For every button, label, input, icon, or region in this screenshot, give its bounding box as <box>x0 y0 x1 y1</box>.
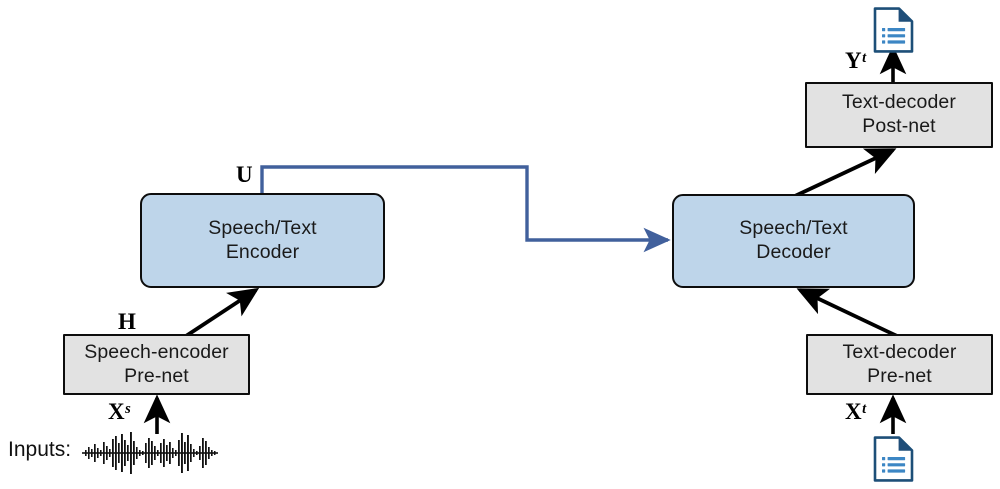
text-document-input-icon <box>873 436 914 482</box>
arrow-decoder-to-postnet <box>794 148 897 198</box>
node-label-line1: Speech/Text <box>739 217 848 240</box>
node-speech-text-decoder[interactable]: Speech/Text Decoder <box>672 194 915 288</box>
label-u-base: U <box>236 162 253 187</box>
arrow-speech-prenet-to-encoder <box>184 287 260 338</box>
label-yt: Yt <box>845 49 866 72</box>
label-xt-base: X <box>845 399 862 424</box>
node-label-line1: Speech/Text <box>208 216 317 239</box>
node-text-decoder-postnet[interactable]: Text-decoder Post-net <box>805 82 993 148</box>
label-xt: Xt <box>845 400 866 423</box>
label-xs-base: X <box>108 399 125 424</box>
label-yt-base: Y <box>845 48 862 73</box>
node-speech-encoder-prenet[interactable]: Speech-encoder Pre-net <box>63 334 250 395</box>
node-speech-text-encoder[interactable]: Speech/Text Encoder <box>140 193 385 288</box>
label-xs: Xs <box>108 400 131 423</box>
node-label-line2: Pre-net <box>867 364 932 387</box>
node-label-line1: Text-decoder <box>842 91 956 114</box>
inputs-label: Inputs: <box>8 438 72 461</box>
label-xs-sup: s <box>125 400 131 417</box>
node-label-line2: Post-net <box>862 115 936 137</box>
label-h: H <box>118 310 136 333</box>
arrow-text-prenet-to-decoder <box>796 288 898 338</box>
label-h-base: H <box>118 309 136 334</box>
label-xt-sup: t <box>862 400 867 417</box>
node-label-line2: Pre-net <box>124 364 189 387</box>
connector-encoder-to-decoder <box>260 165 671 253</box>
node-label-line1: Text-decoder <box>842 340 957 363</box>
node-text-decoder-prenet[interactable]: Text-decoder Pre-net <box>806 334 993 395</box>
speech-waveform-icon <box>82 432 218 474</box>
node-label-line2: Encoder <box>225 240 300 263</box>
text-document-output-icon <box>873 7 914 53</box>
node-label-line2: Decoder <box>756 241 831 263</box>
label-u: U <box>236 163 253 186</box>
label-yt-sup: t <box>862 49 867 66</box>
node-label-line1: Speech-encoder <box>84 340 229 363</box>
